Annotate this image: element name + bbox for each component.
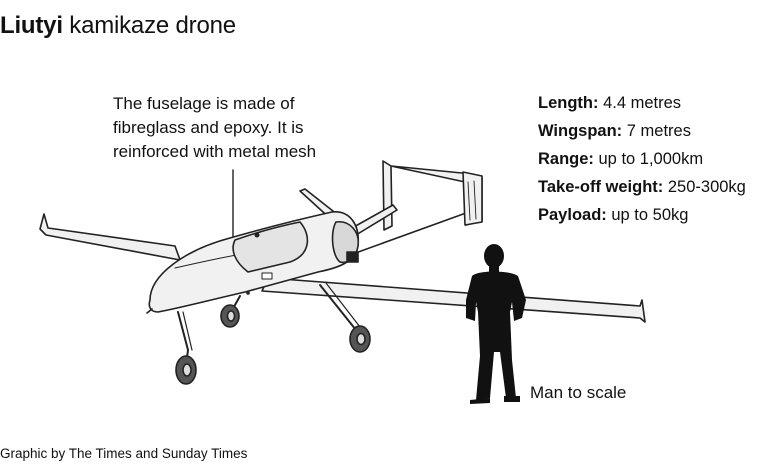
- spec-label: Take-off weight:: [538, 178, 664, 196]
- tail-boom: [349, 212, 467, 256]
- spec-wingspan: Wingspan: 7 metres: [538, 119, 746, 147]
- tail-fin-outer: [462, 171, 483, 226]
- right-main-gear-strut: [319, 284, 357, 331]
- right-wing: [261, 277, 646, 323]
- tail-fin-detail: [467, 181, 471, 221]
- left-main-wheel-hub: [226, 310, 236, 322]
- spec-list: Length: 4.4 metres Wingspan: 7 metres Ra…: [538, 91, 746, 231]
- fuselage-annotation: The fuselage is made of fibreglass and e…: [113, 94, 317, 161]
- engine-intake: [346, 251, 359, 263]
- spec-payload: Payload: up to 50kg: [538, 203, 746, 231]
- spec-value: 7 metres: [622, 122, 691, 140]
- spec-label: Payload:: [538, 206, 607, 224]
- spec-label: Range:: [538, 150, 594, 168]
- spec-value: 250-300kg: [663, 178, 746, 196]
- right-main-gear-strut-inner: [325, 282, 361, 328]
- spec-label: Length:: [538, 94, 599, 112]
- nose-gear-strut-inner: [182, 311, 193, 351]
- man-to-scale-label: Man to scale: [530, 383, 627, 402]
- title-bold: Liutyi: [0, 12, 63, 39]
- fuselage-vent: [261, 272, 273, 280]
- spec-label: Wingspan:: [538, 122, 623, 140]
- graphic-credit: Graphic by The Times and Sunday Times: [0, 446, 248, 461]
- graphic-title: Liutyi kamikaze drone: [0, 12, 236, 40]
- pitot-tube: [146, 308, 153, 314]
- nose-wheel-hub: [182, 363, 192, 377]
- spec-range: Range: up to 1,000km: [538, 147, 746, 175]
- spec-value: up to 50kg: [606, 206, 689, 224]
- spec-length: Length: 4.4 metres: [538, 91, 746, 119]
- spec-value: 4.4 metres: [598, 94, 682, 112]
- sensor-dot: [246, 291, 250, 295]
- left-wing: [39, 213, 181, 261]
- man-silhouette: [466, 244, 526, 404]
- spec-value: up to 1,000km: [593, 150, 704, 168]
- tail-fin-detail: [473, 180, 477, 220]
- antenna-dot: [254, 232, 260, 238]
- right-main-wheel-hub: [356, 332, 366, 346]
- title-rest: kamikaze drone: [62, 12, 236, 39]
- canopy: [232, 221, 309, 273]
- spec-takeoff-weight: Take-off weight: 250-300kg: [538, 175, 746, 203]
